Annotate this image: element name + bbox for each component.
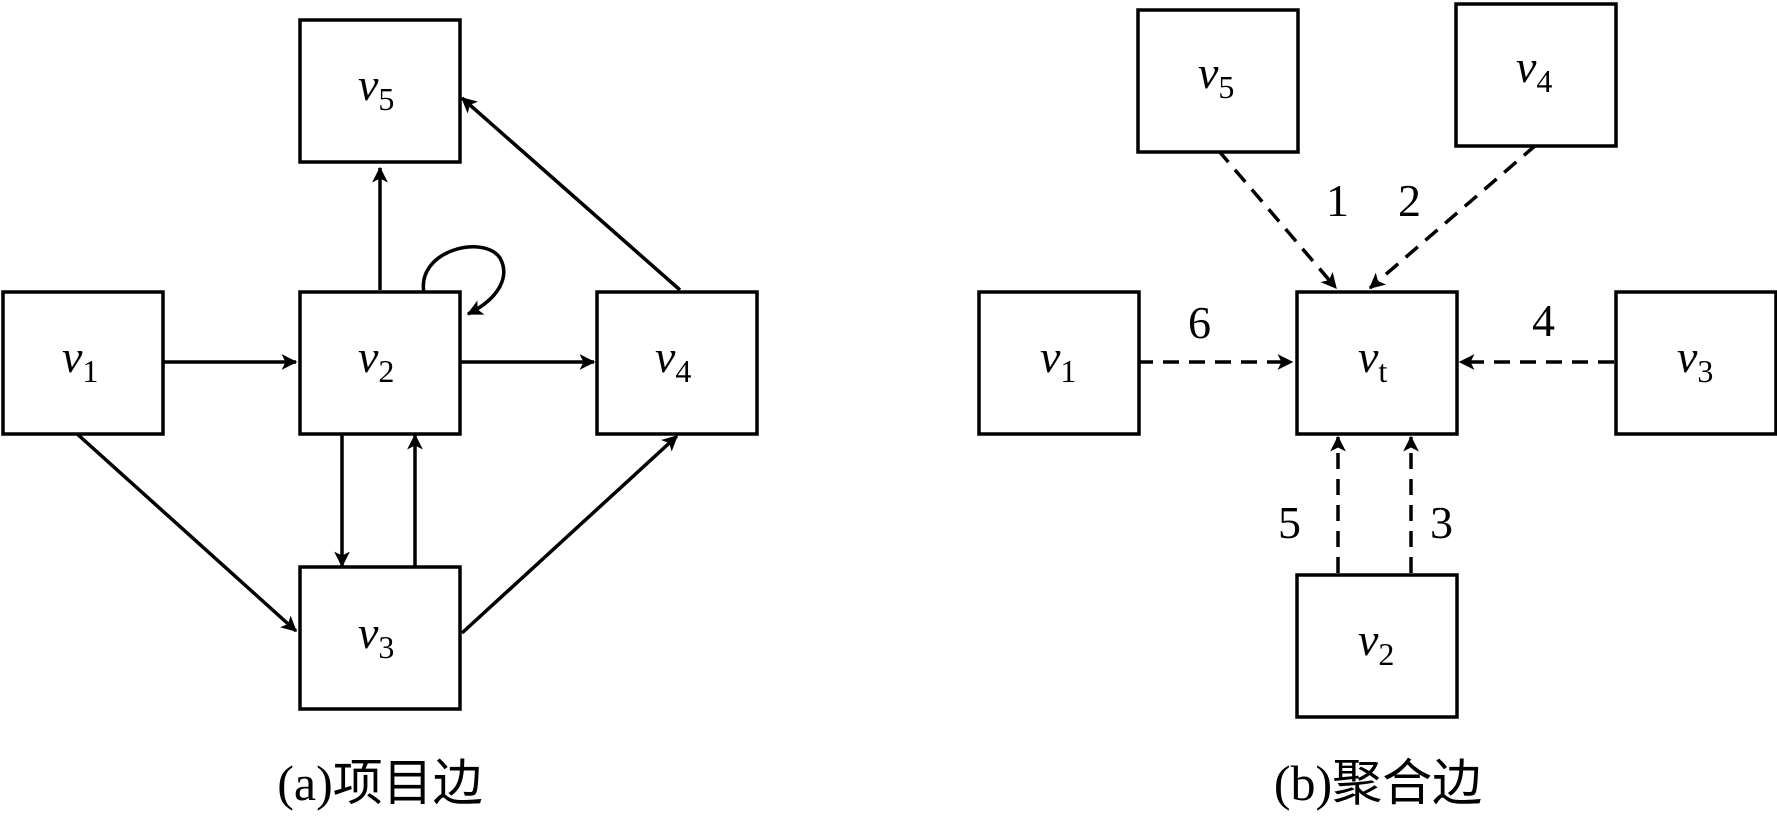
weight-v2-vt-left: 5 bbox=[1278, 497, 1301, 548]
panel-b: vt v5 v4 v1 v3 v2 1 2 6 4 5 3 (b)聚合边 bbox=[977, 2, 1777, 811]
node-b-v1 bbox=[977, 290, 1141, 436]
node-b-v4-label: v4 bbox=[1516, 41, 1552, 99]
caption-a: (a)项目边 bbox=[277, 755, 483, 811]
node-v2-label: v2 bbox=[358, 331, 394, 389]
edge-v3-v4 bbox=[460, 434, 679, 635]
weight-v3-vt: 4 bbox=[1532, 295, 1555, 346]
caption-b: (b)聚合边 bbox=[1274, 755, 1482, 811]
node-v1-label: v1 bbox=[62, 331, 98, 389]
weight-v5-vt: 1 bbox=[1326, 175, 1349, 226]
node-b-v3-label: v3 bbox=[1677, 331, 1713, 389]
edge-v4-vt bbox=[1368, 143, 1538, 290]
node-vt-label: vt bbox=[1358, 331, 1387, 389]
node-v4 bbox=[595, 290, 759, 436]
edge-v1-v3 bbox=[73, 430, 298, 633]
node-b-v2-label: v2 bbox=[1358, 614, 1394, 672]
node-v4-label: v4 bbox=[655, 331, 691, 389]
node-b-v2 bbox=[1295, 573, 1459, 719]
node-v5 bbox=[298, 18, 462, 164]
weight-v4-vt: 2 bbox=[1398, 175, 1421, 226]
node-v2 bbox=[298, 290, 462, 436]
node-v3 bbox=[298, 565, 462, 711]
node-b-v1-label: v1 bbox=[1040, 331, 1076, 389]
panel-a: v1 v2 v3 v4 v5 (a)项目边 bbox=[1, 18, 759, 811]
node-v3-label: v3 bbox=[358, 607, 394, 665]
node-vt bbox=[1295, 290, 1459, 436]
weight-v1-vt: 6 bbox=[1188, 297, 1211, 348]
node-v5-label: v5 bbox=[358, 59, 394, 117]
node-b-v5 bbox=[1136, 8, 1300, 154]
edge-v5-vt bbox=[1216, 148, 1338, 290]
weight-v2-vt-right: 3 bbox=[1430, 497, 1453, 548]
node-b-v4 bbox=[1454, 2, 1618, 148]
node-b-v3 bbox=[1614, 290, 1777, 436]
edge-v4-v5 bbox=[460, 96, 682, 292]
node-v1 bbox=[1, 290, 165, 436]
node-b-v5-label: v5 bbox=[1198, 47, 1234, 105]
edge-v2-self-loop bbox=[421, 245, 506, 316]
